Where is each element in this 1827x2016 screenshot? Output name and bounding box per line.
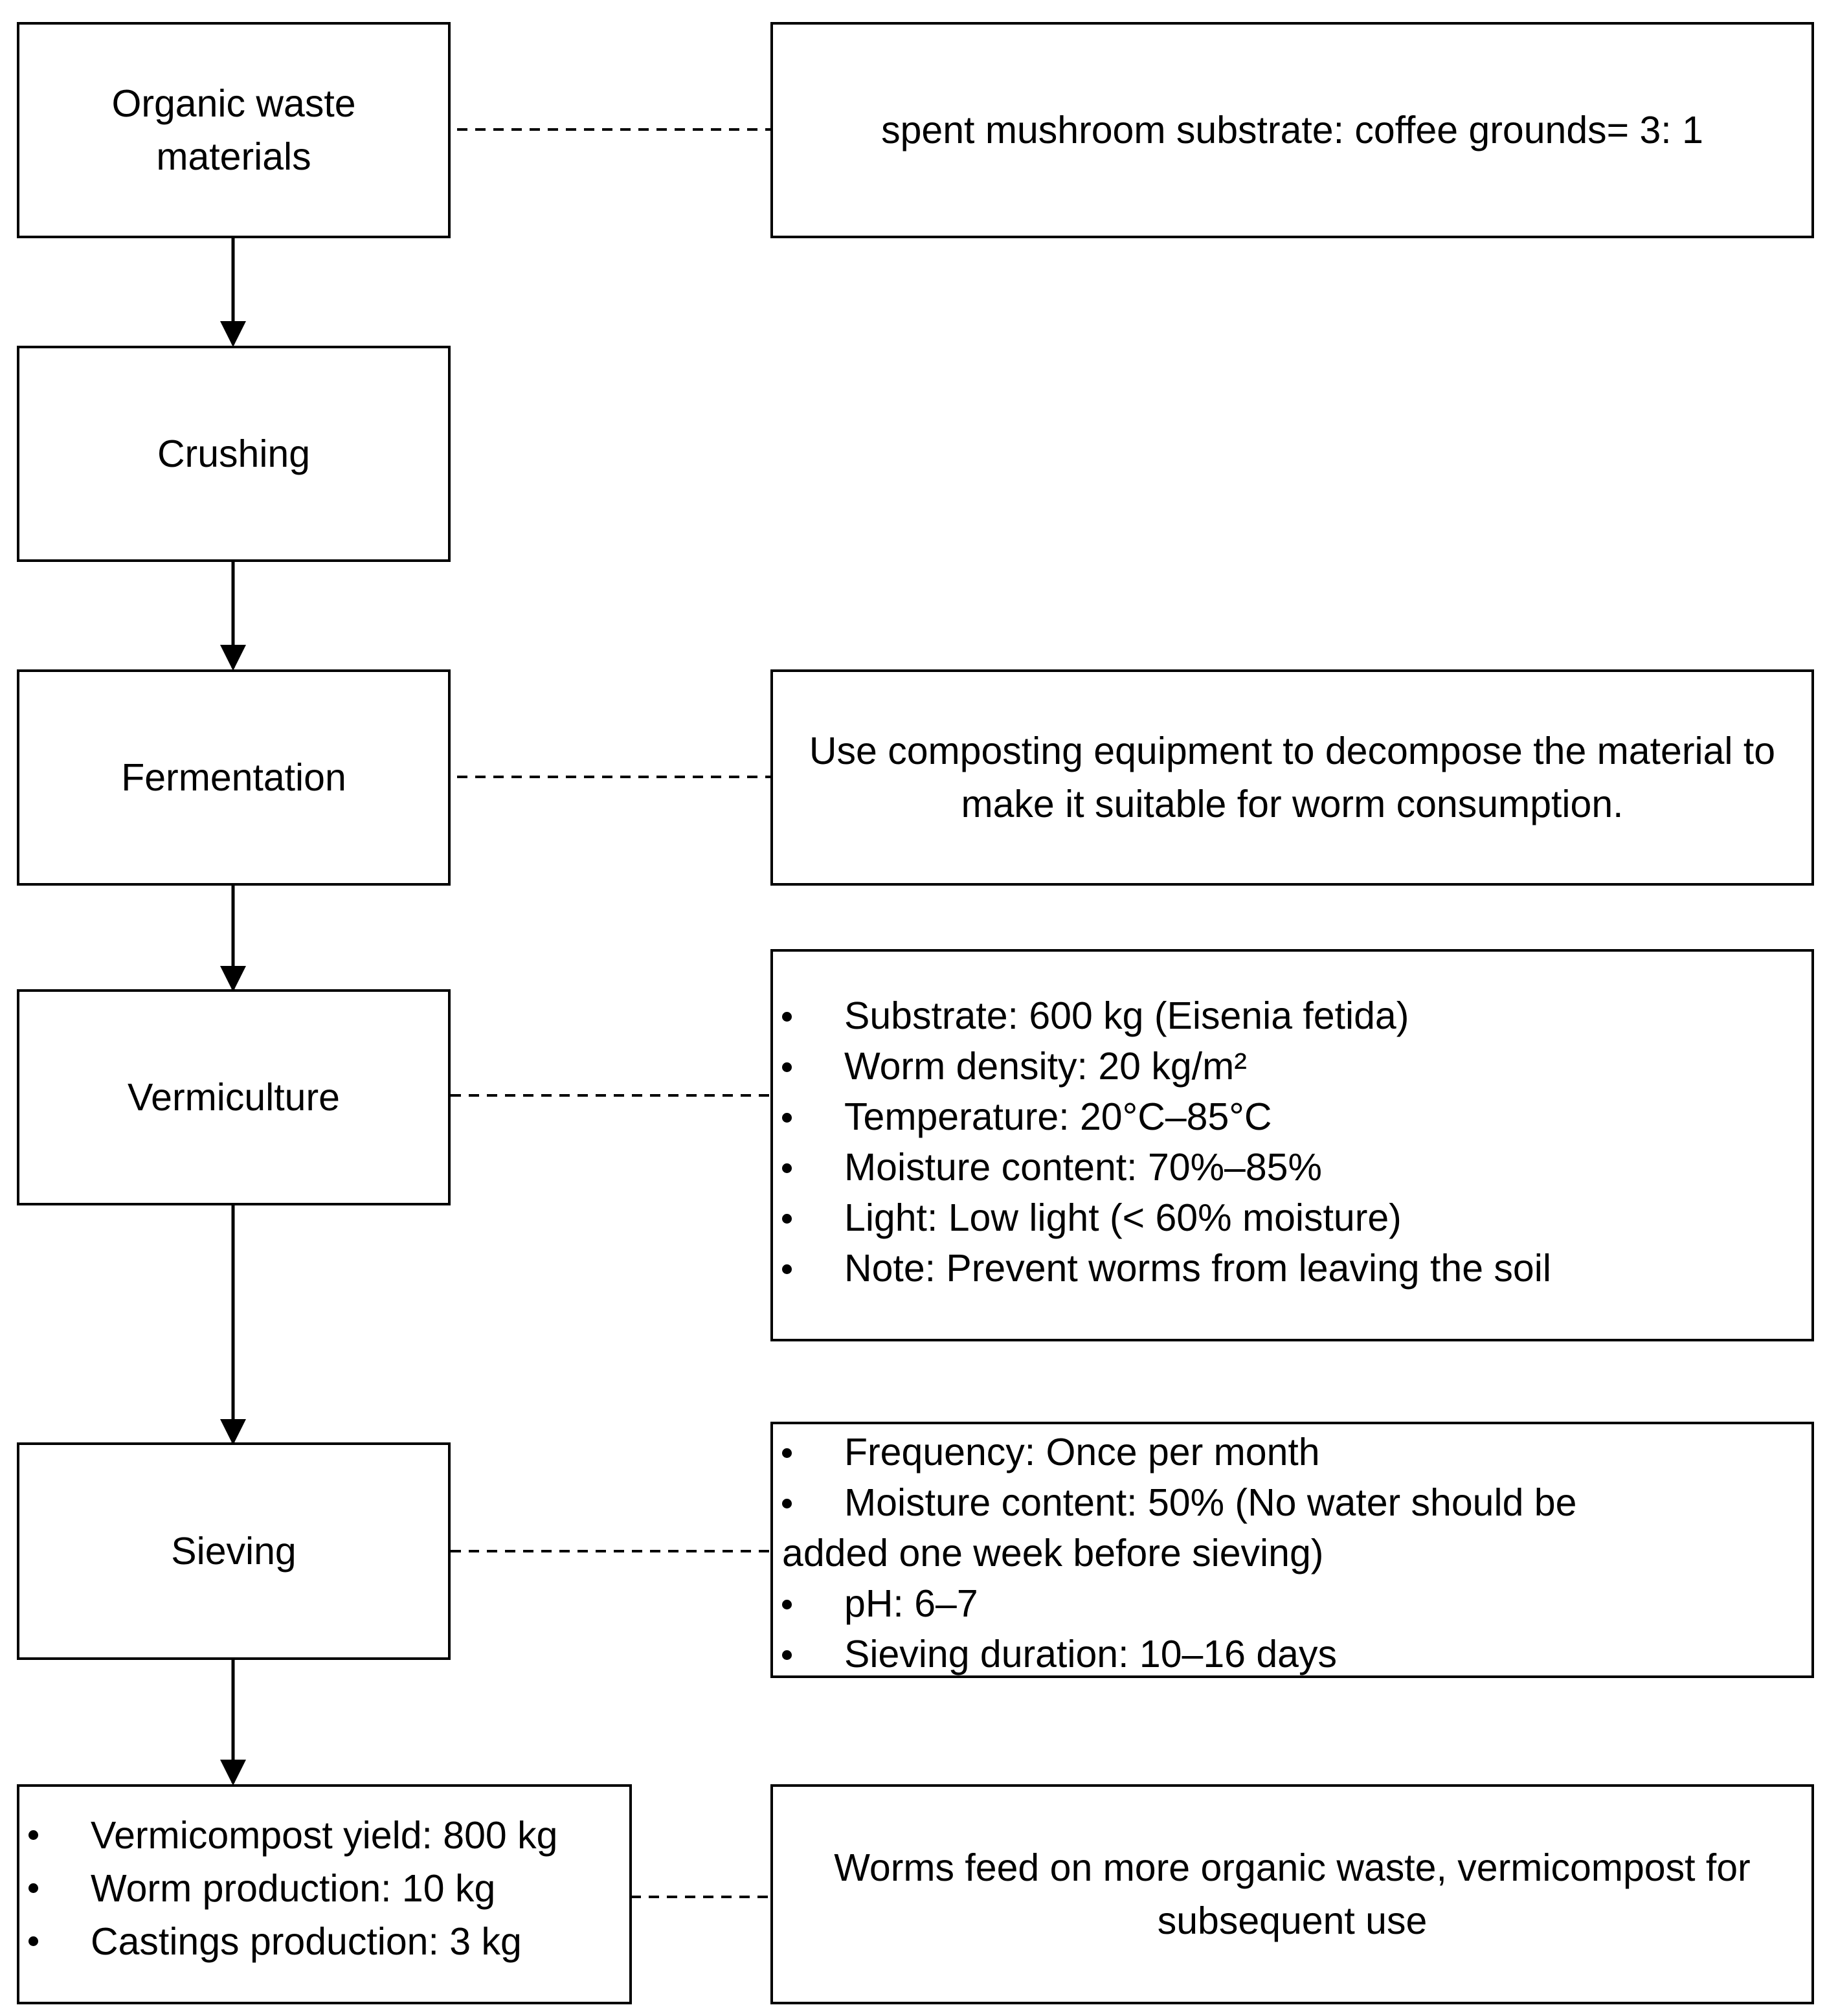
step-sieving-label: Sieving <box>171 1530 297 1573</box>
step-organic-waste: Organic waste materials <box>17 22 451 238</box>
step-organic-waste-label: Organic waste materials <box>111 82 356 178</box>
sieving-param-continuation: added one week before sieving) <box>782 1532 1324 1574</box>
vermiculture-param-item: Note: Prevent worms from leaving the soi… <box>782 1243 1802 1294</box>
vermiculture-param-item: Worm density: 20 kg/m² <box>782 1041 1802 1092</box>
sieving-params-list: Frequency: Once per month Moisture conte… <box>782 1427 1802 1679</box>
vermiculture-param-item: Light: Low light (< 60% moisture) <box>782 1193 1802 1243</box>
step-crushing-label: Crushing <box>157 432 311 475</box>
note-final-use-text: Worms feed on more organic waste, vermic… <box>834 1846 1751 1942</box>
note-vermiculture: Substrate: 600 kg (Eisenia fetida) Worm … <box>770 949 1814 1341</box>
vermiculture-params-list: Substrate: 600 kg (Eisenia fetida) Worm … <box>782 991 1802 1294</box>
step-vermiculture-label: Vermiculture <box>128 1076 340 1119</box>
step-sieving: Sieving <box>17 1442 451 1660</box>
note-organic-ratio: spent mushroom substrate: coffee grounds… <box>770 22 1814 238</box>
step-fermentation: Fermentation <box>17 669 451 886</box>
output-list: Vermicompost yield: 800 kg Worm producti… <box>28 1809 620 1968</box>
sieving-param-item: Moisture content: 50% (No water should b… <box>782 1477 1802 1528</box>
sieving-param-item: pH: 6–7 <box>782 1578 1802 1629</box>
vermiculture-param-item: Substrate: 600 kg (Eisenia fetida) <box>782 991 1802 1041</box>
note-fermentation-text: Use composting equipment to decompose th… <box>809 730 1776 825</box>
sieving-param-item: Sieving duration: 10–16 days <box>782 1629 1802 1679</box>
note-final-use: Worms feed on more organic waste, vermic… <box>770 1784 1814 2004</box>
note-organic-ratio-text: spent mushroom substrate: coffee grounds… <box>881 109 1703 151</box>
note-fermentation: Use composting equipment to decompose th… <box>770 669 1814 886</box>
output-item: Castings production: 3 kg <box>28 1915 620 1968</box>
step-vermiculture: Vermiculture <box>17 989 451 1205</box>
step-crushing: Crushing <box>17 346 451 562</box>
output-item: Worm production: 10 kg <box>28 1862 620 1915</box>
note-sieving: Frequency: Once per month Moisture conte… <box>770 1422 1814 1678</box>
output-box: Vermicompost yield: 800 kg Worm producti… <box>17 1784 632 2004</box>
output-item: Vermicompost yield: 800 kg <box>28 1809 620 1862</box>
vermiculture-param-item: Temperature: 20°C–85°C <box>782 1092 1802 1142</box>
step-fermentation-label: Fermentation <box>121 756 346 799</box>
vermiculture-param-item: Moisture content: 70%–85% <box>782 1142 1802 1193</box>
sieving-param-item: Frequency: Once per month <box>782 1427 1802 1477</box>
